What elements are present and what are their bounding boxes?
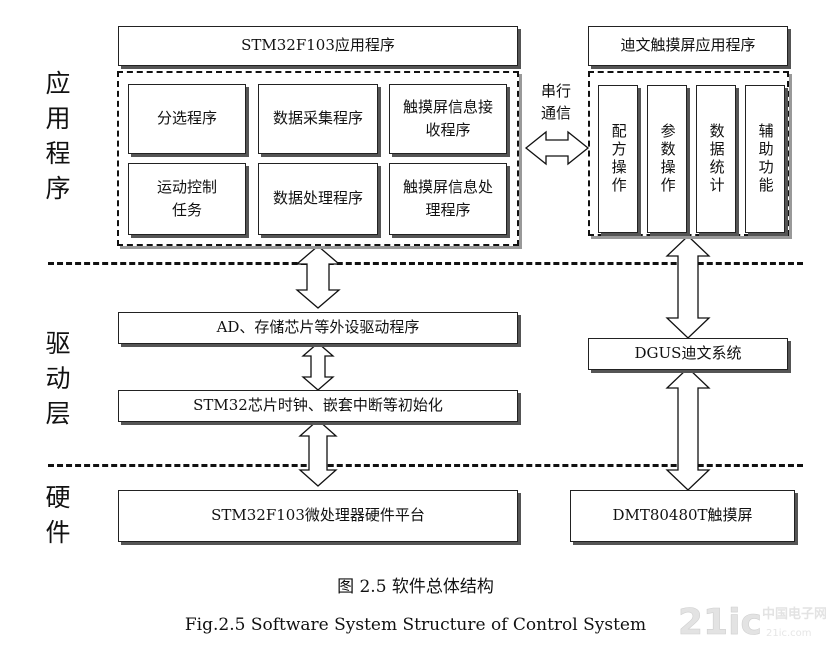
- double-arrow-driver-inner: [301, 342, 335, 391]
- module-data-processing: 数据处理程序: [258, 163, 378, 235]
- touch-app-title: 迪文触摸屏应用程序: [588, 26, 788, 66]
- hardware-screen: DMT80480T触摸屏: [570, 490, 795, 542]
- separator-app-driver: [48, 262, 803, 265]
- double-arrow-touch-dgus: [665, 235, 711, 339]
- stm32-app-group: [117, 71, 519, 246]
- double-arrow-driver-hardware: [298, 419, 338, 487]
- touch-module-parameter: 参数操作: [647, 85, 687, 233]
- watermark-logo: 21ic 中国电子网 21ic.com: [678, 602, 826, 642]
- touch-module-statistics: 数据统计: [696, 85, 736, 233]
- module-touch-process: 触摸屏信息处理程序: [389, 163, 507, 235]
- touch-module-recipe: 配方操作: [598, 85, 638, 233]
- svg-text:中国电子网: 中国电子网: [762, 606, 826, 622]
- touch-app-group: [588, 71, 789, 236]
- module-touch-receive: 触摸屏信息接收程序: [389, 84, 507, 154]
- touch-module-auxiliary: 辅助功能: [745, 85, 785, 233]
- svg-text:21ic.com: 21ic.com: [766, 628, 812, 639]
- driver-init: STM32芯片时钟、嵌套中断等初始化: [118, 390, 518, 422]
- serial-link-label: 串行通信: [540, 82, 571, 122]
- double-arrow-serial: [524, 130, 590, 166]
- module-data-acquisition: 数据采集程序: [258, 84, 378, 154]
- caption-cn: 图 2.5 软件总体结构: [337, 577, 494, 597]
- driver-peripheral: AD、存储芯片等外设驱动程序: [118, 312, 518, 344]
- layer-label-hardware: 硬件: [42, 484, 71, 554]
- hardware-mcu: STM32F103微处理器硬件平台: [118, 490, 518, 542]
- module-motion-control: 运动控制任务: [128, 163, 246, 235]
- double-arrow-dgus-screen: [665, 367, 711, 491]
- layer-label-application: 应用程序: [42, 70, 71, 210]
- stm32-app-title: STM32F103应用程序: [118, 26, 518, 66]
- double-arrow-app-driver: [295, 245, 341, 309]
- layer-label-driver: 驱动层: [42, 330, 71, 435]
- caption-en: Fig.2.5 Software System Structure of Con…: [184, 615, 647, 635]
- driver-dgus: DGUS迪文系统: [588, 338, 788, 370]
- module-sorting: 分选程序: [128, 84, 246, 154]
- svg-text:21ic: 21ic: [678, 602, 762, 642]
- separator-driver-hardware: [48, 464, 803, 467]
